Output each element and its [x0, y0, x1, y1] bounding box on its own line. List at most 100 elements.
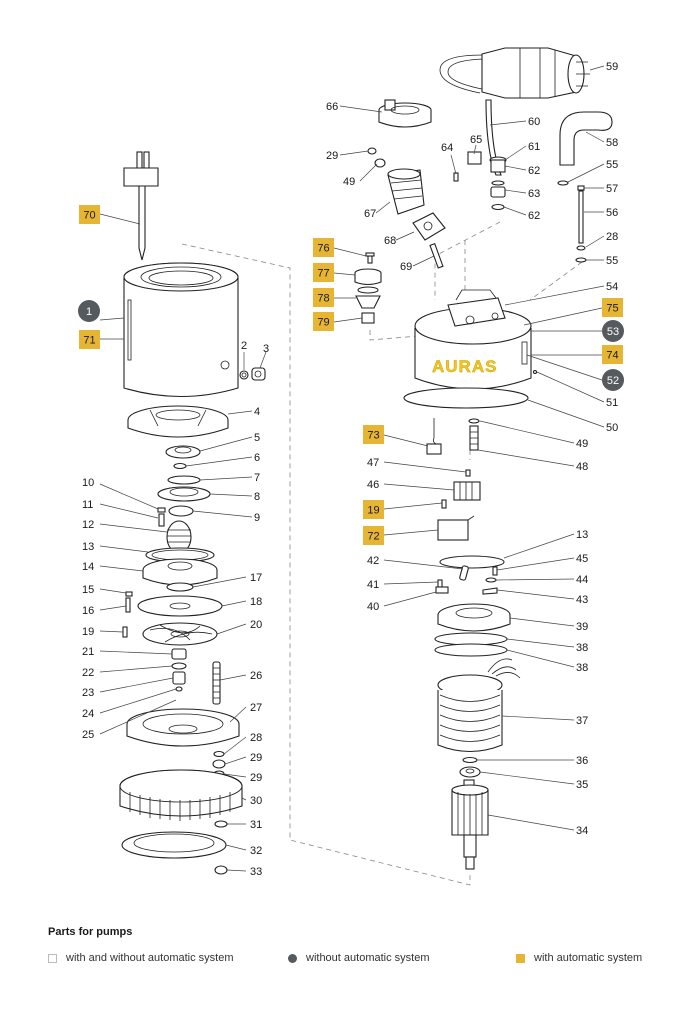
- label-58: 58: [606, 137, 618, 149]
- motor-top-housing: [414, 289, 532, 390]
- base-plate-32: [121, 820, 228, 875]
- label-53: 53: [607, 326, 619, 338]
- controller-46: [441, 469, 481, 509]
- capacitor-72: [437, 515, 475, 541]
- label-59: 59: [606, 61, 618, 73]
- label-1: 1: [86, 306, 92, 318]
- label-38-a: 38: [576, 642, 588, 654]
- label-42: 42: [367, 555, 379, 567]
- label-79: 79: [317, 317, 329, 329]
- bearing-bracket: [127, 405, 229, 438]
- label-56: 56: [606, 207, 618, 219]
- label-50: 50: [606, 422, 618, 434]
- label-77: 77: [317, 268, 329, 280]
- label-20: 20: [250, 619, 262, 631]
- label-19-left: 19: [82, 626, 94, 638]
- badge-1: [78, 300, 100, 322]
- label-63: 63: [528, 188, 540, 200]
- label-27: 27: [250, 702, 262, 714]
- label-57: 57: [606, 183, 618, 195]
- label-45: 45: [576, 553, 588, 565]
- hose-58: [559, 111, 613, 166]
- rotor-34: [451, 779, 489, 870]
- terminal-parts-40-45: [435, 565, 498, 595]
- label-26: 26: [250, 670, 262, 682]
- pump-cover-14: [142, 558, 218, 586]
- label-49-right: 49: [576, 438, 588, 450]
- label-25: 25: [82, 729, 94, 741]
- label-11: 11: [82, 499, 93, 511]
- strainer-30: [119, 769, 243, 821]
- legend: Parts for pumps with and without automat…: [48, 926, 658, 964]
- badge-74: [602, 345, 623, 364]
- label-19-right: 19: [367, 505, 379, 517]
- cable-plug-59: [439, 47, 590, 99]
- motor-housing: [123, 262, 239, 397]
- label-28-right: 28: [606, 231, 618, 243]
- label-47: 47: [367, 457, 379, 469]
- legend-item-both: with and without automatic system: [48, 952, 288, 964]
- label-16: 16: [82, 605, 94, 617]
- label-62-a: 62: [528, 165, 540, 177]
- badge-77: [313, 263, 334, 282]
- seal-stack-left: [157, 445, 211, 554]
- label-41: 41: [367, 579, 379, 591]
- badge-53: [602, 320, 624, 342]
- square-outline-icon: [48, 953, 57, 963]
- label-73: 73: [367, 430, 379, 442]
- label-51: 51: [606, 397, 618, 409]
- badge-70: [79, 205, 100, 224]
- label-78: 78: [317, 293, 329, 305]
- label-30: 30: [250, 795, 262, 807]
- circle-icon: [288, 953, 297, 963]
- label-43: 43: [576, 594, 588, 606]
- square-icon: [516, 953, 525, 963]
- legend-label-non-automatic: without automatic system: [306, 952, 430, 964]
- label-29-a: 29: [250, 752, 262, 764]
- label-65: 65: [470, 134, 482, 146]
- label-32: 32: [250, 845, 262, 857]
- cable-60: [485, 99, 502, 176]
- label-23: 23: [82, 687, 94, 699]
- label-39: 39: [576, 621, 588, 633]
- gasket-50: [403, 387, 529, 409]
- label-55-a: 55: [606, 159, 618, 171]
- stator-37: [437, 658, 521, 752]
- label-8: 8: [254, 491, 260, 503]
- badge-76: [313, 238, 334, 257]
- oring-17: [166, 582, 194, 592]
- label-62-b: 62: [528, 210, 540, 222]
- label-71: 71: [83, 335, 95, 347]
- label-3: 3: [263, 343, 269, 355]
- label-67: 67: [364, 208, 376, 220]
- label-24: 24: [82, 708, 94, 720]
- legend-item-non-automatic: without automatic system: [288, 952, 516, 964]
- small-parts-2-3: [239, 367, 266, 381]
- handle-parts-64-69: [367, 99, 446, 269]
- legend-title: Parts for pumps: [48, 926, 133, 938]
- wear-plate-18: [125, 591, 223, 617]
- label-66: 66: [326, 101, 338, 113]
- volute-27: [126, 708, 240, 747]
- orings-38: [434, 632, 508, 657]
- badge-71: [79, 330, 100, 349]
- label-68: 68: [384, 235, 396, 247]
- badge-19-right: [363, 500, 384, 519]
- label-13-right: 13: [576, 529, 588, 541]
- label-29-c: 29: [326, 150, 338, 162]
- label-29-b: 29: [250, 772, 262, 784]
- label-76: 76: [317, 243, 329, 255]
- label-17: 17: [250, 572, 262, 584]
- automatic-badges: [79, 205, 623, 545]
- label-70: 70: [83, 210, 95, 222]
- leader-lines: [99, 65, 605, 872]
- label-34: 34: [576, 825, 588, 837]
- label-40: 40: [367, 601, 379, 613]
- legend-label-automatic: with automatic system: [534, 952, 643, 964]
- float-switch-rod: [123, 151, 159, 261]
- label-4: 4: [254, 406, 260, 418]
- badge-75: [602, 298, 623, 317]
- legend-row: with and without automatic system withou…: [48, 952, 658, 964]
- screw-48: [468, 418, 480, 451]
- legend-item-automatic: with automatic system: [516, 952, 642, 964]
